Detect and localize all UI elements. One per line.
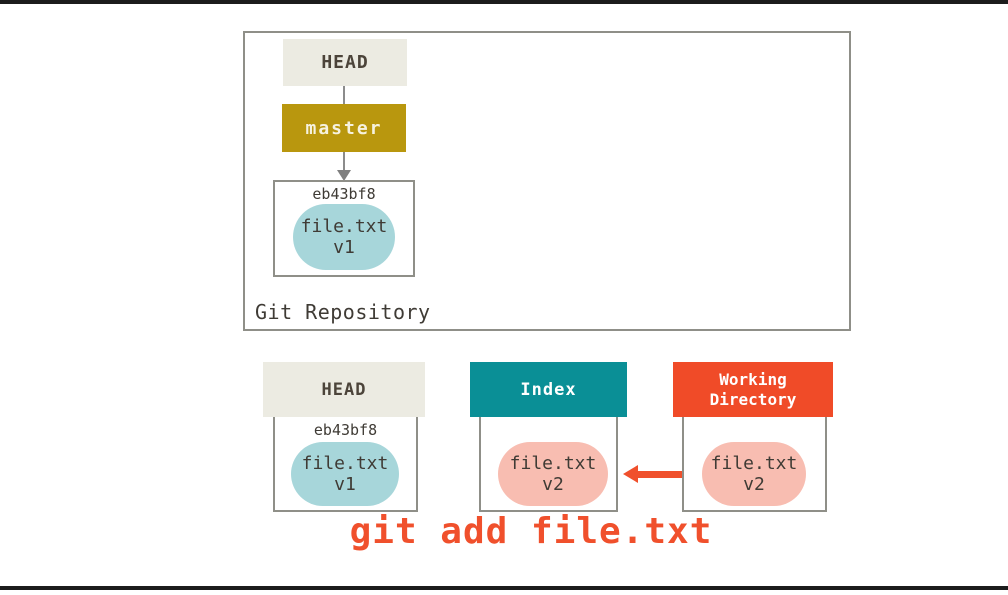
file-name: file.txt [710,453,798,474]
commit-hash: eb43bf8 [313,421,378,439]
file-blob-v1: file.txt v1 [291,442,399,506]
working-directory-column-header: Working Directory [673,362,833,417]
add-arrow-left-arrowhead-icon [623,465,638,483]
file-blob-v2: file.txt v2 [702,442,806,506]
add-arrow-shaft [637,471,682,478]
git-repository-label: Git Repository [255,300,431,324]
file-blob-v1: file.txt v1 [293,204,395,270]
file-name: file.txt [300,216,388,237]
master-to-commit-arrowhead-icon [337,170,351,181]
index-column-header: Index [470,362,627,417]
head-ref-box: HEAD [283,39,407,86]
slide-top-border [0,0,1008,4]
head-column-header: HEAD [263,362,425,417]
file-blob-v2: file.txt v2 [498,442,608,506]
commit-hash: eb43bf8 [312,185,376,203]
file-version: v2 [542,474,564,495]
working-directory-column-container: file.txt v2 [682,415,827,512]
head-column-container: eb43bf8 file.txt v1 [273,415,418,512]
head-to-master-line [343,86,345,104]
slide-bottom-border [0,586,1008,590]
working-directory-label: Working Directory [709,369,797,409]
file-version: v1 [333,237,355,258]
git-command-caption: git add file.txt [349,511,713,552]
master-branch-box: master [282,104,406,152]
commit-box: eb43bf8 file.txt v1 [273,180,415,277]
file-name: file.txt [301,453,389,474]
file-name: file.txt [509,453,597,474]
master-to-commit-line [343,152,345,171]
file-version: v1 [334,474,356,495]
file-version: v2 [743,474,765,495]
index-column-container: file.txt v2 [479,415,618,512]
